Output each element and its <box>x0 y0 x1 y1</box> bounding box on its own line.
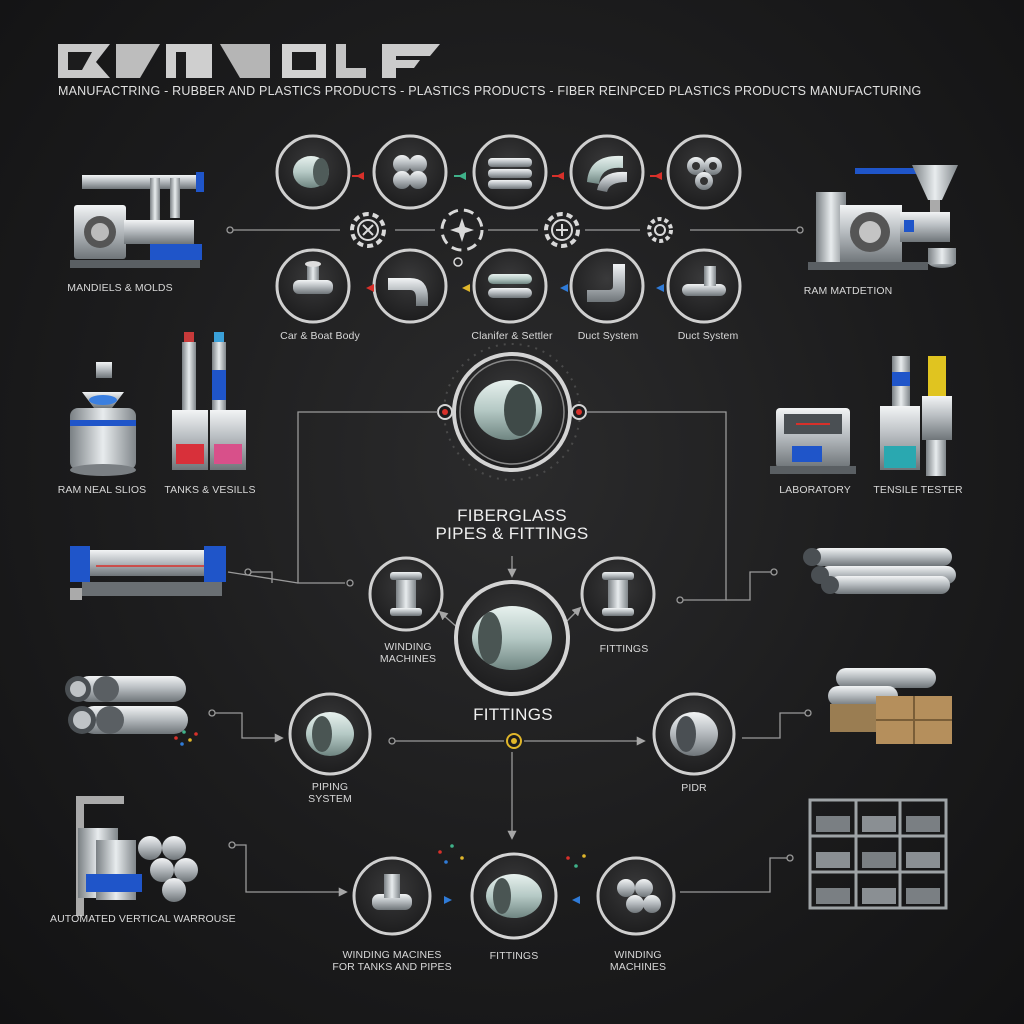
fiberglass-pipe-icon <box>454 580 570 696</box>
fittings-pipe-icon <box>470 852 558 940</box>
pipe-stack-icon <box>803 548 956 594</box>
label-fittings-center: FITTINGS <box>473 705 553 724</box>
label-pipe: PIDR <box>681 782 707 794</box>
pipe-pile-icon <box>596 856 676 936</box>
elbow-fitting-icon <box>569 134 645 210</box>
center-title-line2: PIPES & FITTINGS <box>435 524 589 543</box>
label-ram-metal-silos: RAM NEAL SLIOS <box>57 484 147 496</box>
label-warehouse: AUTOMATED VERTICAL WARROUSE <box>50 913 236 925</box>
label-winding-machines-a: WINDING <box>384 641 432 653</box>
piping-system-icon <box>288 692 372 776</box>
label-fittings-small: FITTINGS <box>599 643 649 655</box>
node-dot <box>453 257 463 267</box>
top-row-items <box>275 134 742 210</box>
top-connectors <box>226 226 804 234</box>
label-fittings-bottom: FITTINGS <box>489 950 539 962</box>
lower-row-items <box>288 692 736 776</box>
pipe-cluster-icon <box>666 134 742 210</box>
pipes-icon <box>472 248 548 324</box>
tee-fitting-icon <box>275 248 351 324</box>
pipe-bundle-icon <box>472 134 548 210</box>
label-winding-tanks-a: WINDING MACINES <box>342 949 442 961</box>
logo-mark <box>58 44 440 78</box>
label-winding-bottom-b: MACHINES <box>609 961 667 973</box>
header-subtitle: MANUFACTRING - RUBBER AND PLASTICS PRODU… <box>58 84 922 98</box>
winding-spool-icon <box>368 556 444 632</box>
gear-icon <box>350 212 386 248</box>
label-car-boat-body: Car & Boat Body <box>280 330 360 342</box>
label-piping-system-b: SYSTEM <box>308 793 352 805</box>
second-row-arrows <box>366 284 664 292</box>
winding-machine-icon <box>70 546 226 600</box>
warehouse-machine-icon <box>76 796 198 916</box>
laboratory-icon <box>770 408 856 474</box>
label-mandrels-molds: MANDIELS & MOLDS <box>67 282 173 294</box>
storage-rack-icon <box>808 798 948 910</box>
label-winding-bottom-a: WINDING <box>614 949 662 961</box>
center-hub <box>437 343 587 481</box>
label-piping-system-a: PIPING <box>311 781 349 793</box>
top-row-arrows <box>352 172 662 180</box>
pipe-icon <box>652 692 736 776</box>
raw-material-machine-icon <box>808 165 958 270</box>
label-clarifier-settler: Clanifer & Settler <box>471 330 553 342</box>
lower-connectors <box>212 712 808 897</box>
label-tensile-tester: TENSILE TESTER <box>873 484 963 496</box>
elbow-icon <box>569 248 645 324</box>
center-frame-lines <box>227 411 774 629</box>
label-winding-machines-b: MACHINES <box>379 653 437 665</box>
bottom-row-items <box>352 852 676 940</box>
pipe-crates-icon <box>828 668 952 744</box>
center-title-line1: FIBERGLASS <box>457 506 567 525</box>
label-laboratory: LABORATORY <box>779 484 851 496</box>
bottom-arrows <box>444 896 580 904</box>
tee-joint-icon <box>352 856 432 936</box>
fitting-spool-icon <box>580 556 656 632</box>
label-tanks-vessels: TANKS & VESILLS <box>164 484 256 496</box>
tensile-tester-icon <box>880 356 952 476</box>
pipe-tee-icon <box>666 248 742 324</box>
bent-pipe-icon <box>372 248 448 324</box>
label-raw-material: RAM MATDETION <box>803 285 893 297</box>
label-duct-system-2: Duct System <box>677 330 739 342</box>
compass-icon <box>440 208 484 252</box>
large-pipes-icon <box>65 676 188 734</box>
small-gear-icon <box>647 217 673 243</box>
pipe-icon <box>275 134 351 210</box>
silo-icon <box>70 362 136 476</box>
label-duct-system-1: Duct System <box>577 330 639 342</box>
label-winding-tanks-b: FOR TANKS AND PIPES <box>332 961 452 973</box>
particles <box>174 730 586 868</box>
cross-fitting-icon <box>372 134 448 210</box>
top-second-row-items <box>275 248 742 324</box>
tanks-icon <box>172 332 246 470</box>
mandrel-machine-icon <box>70 172 204 268</box>
gear-icons <box>350 208 673 267</box>
gear-plus-icon <box>544 212 580 248</box>
center-cluster <box>368 556 656 696</box>
